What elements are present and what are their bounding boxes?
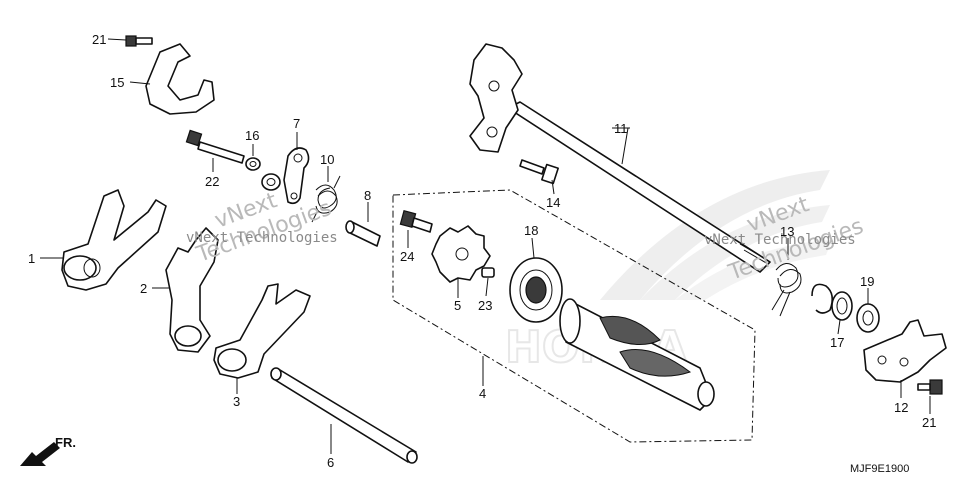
callout-4: 4 <box>479 386 486 401</box>
callout-7: 7 <box>293 116 300 131</box>
bolt-22 <box>185 129 245 164</box>
callout-12: 12 <box>894 400 908 415</box>
circlip-17 <box>811 283 834 314</box>
seal-19 <box>856 303 880 333</box>
plate-12 <box>863 319 947 383</box>
callout-24: 24 <box>400 249 414 264</box>
svg-text:vNext Technologies: vNext Technologies <box>186 230 338 246</box>
bracket-15 <box>145 43 215 115</box>
shift-drum-4 <box>559 298 715 411</box>
stopper-arm-7 <box>283 147 310 205</box>
leader-lines <box>40 38 931 454</box>
callout-1: 1 <box>28 251 35 266</box>
callout-8: 8 <box>364 188 371 203</box>
bearing-18 <box>509 257 563 323</box>
spring-13 <box>771 263 802 317</box>
watermark-left: vNext Technologies vNext Technologies <box>186 188 338 268</box>
diagram-code: MJF9E1900 <box>850 463 909 475</box>
bolt-21-right <box>917 379 943 395</box>
callout-17: 17 <box>830 335 844 350</box>
washer-9 <box>261 173 281 191</box>
shift-fork-2 <box>165 227 219 353</box>
washer-17 <box>831 291 853 321</box>
washer-16 <box>245 157 261 171</box>
guide-shaft-6 <box>271 369 417 463</box>
callout-10: 10 <box>320 152 334 167</box>
front-direction-arrow: FR. <box>20 435 76 466</box>
callout-21-top: 21 <box>92 32 106 47</box>
pin-14 <box>519 159 559 185</box>
star-plate-5 <box>431 225 491 283</box>
callout-23: 23 <box>478 298 492 313</box>
gearshift-spindle-11 <box>469 43 771 273</box>
bolt-24 <box>399 209 433 233</box>
callout-6: 6 <box>327 455 334 470</box>
callout-21-right: 21 <box>922 415 936 430</box>
spring-10 <box>311 175 341 223</box>
callout-15: 15 <box>110 75 124 90</box>
callout-14: 14 <box>546 195 560 210</box>
callout-labels: 1 2 3 4 5 6 7 8 10 11 12 13 14 15 16 17 … <box>28 32 936 470</box>
callout-11: 11 <box>614 121 628 136</box>
callout-5: 5 <box>454 298 461 313</box>
svg-text:vNext Technologies: vNext Technologies <box>704 232 856 248</box>
callout-22: 22 <box>205 174 219 189</box>
callout-19: 19 <box>860 274 874 289</box>
dowel-pin-23 <box>481 267 495 278</box>
front-label: FR. <box>55 435 76 450</box>
callout-2: 2 <box>140 281 147 296</box>
callout-3: 3 <box>233 394 240 409</box>
bolt-21-top <box>125 35 153 47</box>
callout-13: 13 <box>780 224 794 239</box>
callout-16: 16 <box>245 128 259 143</box>
callout-18: 18 <box>524 223 538 238</box>
